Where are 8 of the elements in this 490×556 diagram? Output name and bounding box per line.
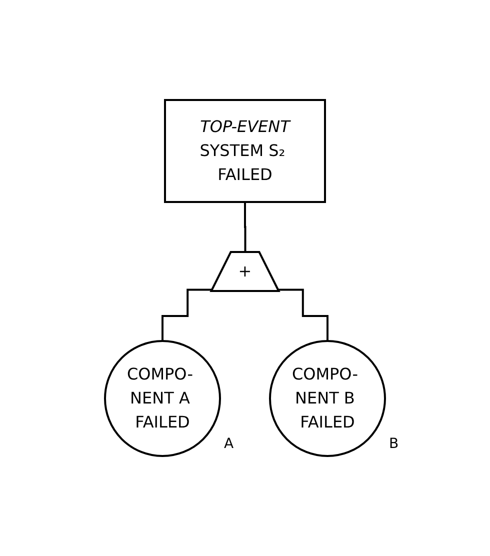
event-tag: B — [389, 436, 399, 452]
connector — [162, 288, 213, 342]
node-box: TOP-EVENT SYSTEM S₂ FAILED — [164, 99, 326, 203]
connector — [244, 201, 246, 254]
connector — [278, 288, 328, 342]
node-circle: COMPO- NENT A FAILED — [104, 340, 221, 457]
event-tag: A — [224, 436, 234, 452]
node-circle: COMPO- NENT B FAILED — [269, 340, 386, 457]
